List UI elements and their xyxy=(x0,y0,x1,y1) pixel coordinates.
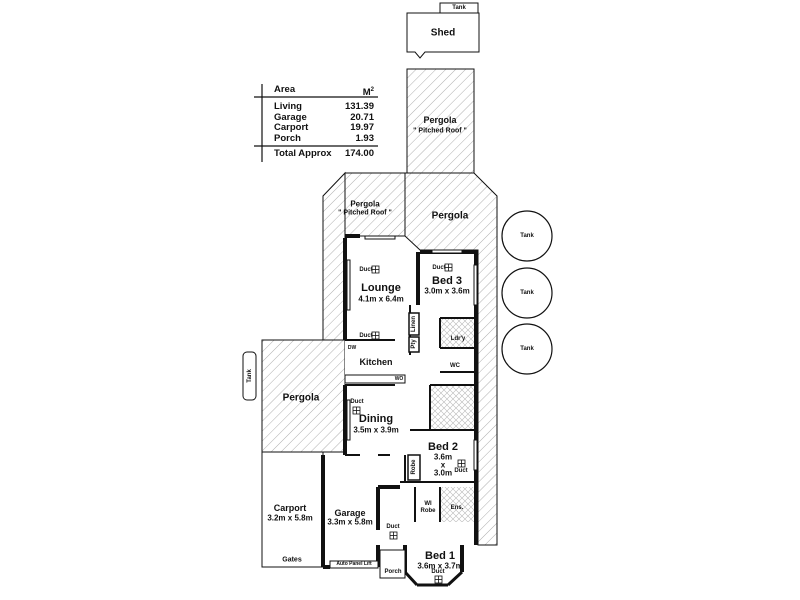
bed2-dims-h: 3.0m xyxy=(433,468,453,478)
carport-label: Carport xyxy=(273,503,307,513)
auto-panel-lift-label: Auto Panel Lift xyxy=(336,561,372,567)
duct-label-bed3: Duct xyxy=(432,265,446,271)
wc-label: WC xyxy=(450,363,460,369)
duct-symbols xyxy=(352,263,466,584)
round-tank-1 xyxy=(501,210,553,262)
ldry-label: Ldr'y xyxy=(450,336,466,342)
duct-label-bed2: Duct xyxy=(454,468,468,474)
wi-robe-label-2: Robe xyxy=(420,508,436,514)
dw-label: DW xyxy=(347,345,357,351)
lounge-dims: 4.1m x 6.4m xyxy=(358,294,404,304)
wo-label: WO xyxy=(394,376,404,382)
linen-label: Linen xyxy=(411,316,417,332)
round-tank-2 xyxy=(501,267,553,319)
area-table-lines xyxy=(254,84,378,162)
round-tank-3 xyxy=(501,323,553,375)
carport-dims: 3.2m x 5.8m xyxy=(267,513,313,523)
duct-label-kitchen: Duct xyxy=(359,333,373,339)
dining-dims: 3.5m x 3.9m xyxy=(353,425,399,435)
pergola-right-label: Pergola xyxy=(431,210,469,222)
pergola-west-label: Pergola xyxy=(282,392,320,404)
robe-label: Robe xyxy=(411,459,417,475)
duct-label-dining: Duct xyxy=(350,399,364,405)
gates-label: Gates xyxy=(282,556,302,564)
garage-label: Garage xyxy=(334,508,366,518)
bed1-label: Bed 1 xyxy=(425,550,455,562)
kitchen-label: Kitchen xyxy=(359,357,393,367)
area-table-header: Area M2 xyxy=(262,84,374,99)
lounge-label: Lounge xyxy=(361,282,401,294)
area-header-unit: M2 xyxy=(362,87,374,99)
duct-label-hall: Duct xyxy=(386,524,400,530)
round-tank-2-label: Tank xyxy=(520,290,534,296)
pty-label: Pty xyxy=(411,339,417,349)
side-tank xyxy=(242,351,257,401)
shed xyxy=(406,2,480,59)
duct-label-bed1: Duct xyxy=(431,569,445,575)
carport xyxy=(261,451,324,568)
bed3-label: Bed 3 xyxy=(432,275,462,287)
dining-label: Dining xyxy=(358,413,394,425)
bed1-dims: 3.6m x 3.7m xyxy=(417,561,463,571)
pergola-left-note: " Pitched Roof " xyxy=(338,209,392,217)
pergola-top-note: " Pitched Roof " xyxy=(413,127,467,135)
wi-robe-label-1: WI xyxy=(424,501,432,507)
duct-label-lounge: Duct xyxy=(359,267,373,273)
area-header-label: Area xyxy=(274,84,296,95)
porch-label: Porch xyxy=(384,569,402,575)
bed3-dims: 3.0m x 3.6m xyxy=(424,286,470,296)
pergola-top-label: Pergola xyxy=(423,115,457,125)
bed2-label: Bed 2 xyxy=(428,441,458,453)
bed2-dims-x: x xyxy=(440,460,446,470)
side-tank-label: Tank xyxy=(247,369,253,383)
pergola-pitched-left xyxy=(322,171,346,341)
ens-label: Ens. xyxy=(450,505,464,511)
pergola-left-label: Pergola xyxy=(350,199,380,209)
garage-dims: 3.3m x 5.8m xyxy=(327,517,373,527)
round-tank-3-label: Tank xyxy=(520,346,534,352)
round-tank-1-label: Tank xyxy=(520,233,534,239)
bed2-dims-w: 3.6m xyxy=(433,452,453,462)
tank-top-label: Tank xyxy=(452,5,466,11)
shed-label: Shed xyxy=(430,27,456,39)
pergola-pitched-top xyxy=(406,68,475,174)
